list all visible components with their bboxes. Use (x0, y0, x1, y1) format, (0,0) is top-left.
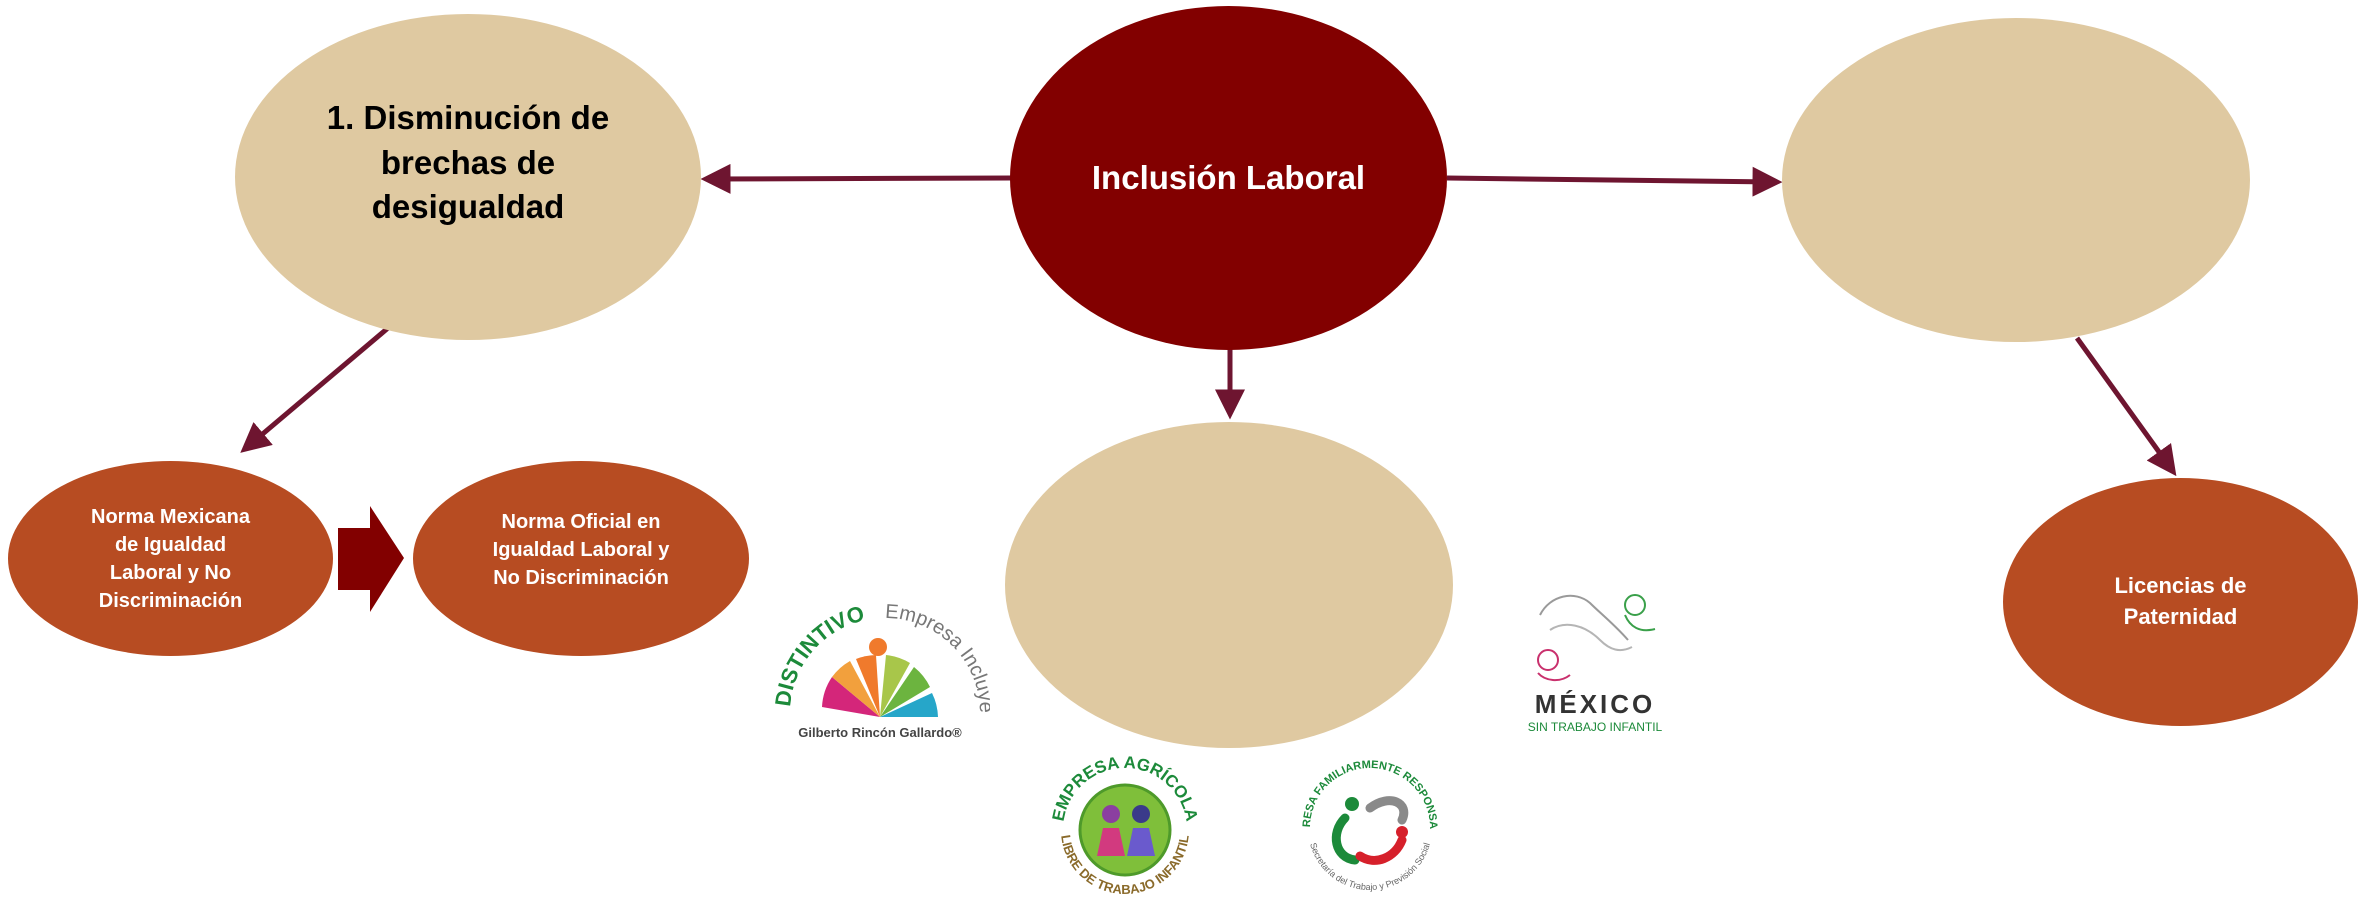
node-norma-oficial: Norma Oficial en Igualdad Laboral y No D… (413, 461, 749, 656)
empresa-familiar-logo: EMPRESA FAMILIARMENTE RESPONSABLE Secret… (1290, 748, 1439, 892)
empresa-agricola-logo: EMPRESA AGRÍCOLA LIBRE DE TRABAJO INFANT… (1049, 753, 1202, 897)
children-figures-icon (1537, 594, 1656, 681)
node-right-top (1782, 18, 2250, 342)
node-disminucion-brechas: 1. Disminución de brechas de desigualdad (235, 14, 701, 340)
node-bottom-center (1005, 422, 1453, 748)
licencias-label: Licencias de Paternidad (2114, 573, 2247, 629)
mexico-subtitle: SIN TRABAJO INFANTIL (1528, 720, 1663, 734)
node-licencias-paternidad: Licencias de Paternidad (2003, 478, 2358, 726)
node-inclusion-label: Inclusión Laboral (1091, 158, 1366, 196)
distintivo-petals-icon (822, 638, 938, 717)
distintivo-name: Gilberto Rincón Gallardo® (798, 725, 962, 740)
familiar-top-text: EMPRESA FAMILIARMENTE RESPONSABLE (1290, 748, 1439, 829)
familiar-people-icon (1331, 796, 1409, 865)
node-norma-mexicana: Norma Mexicana de Igualdad Laboral y No … (8, 461, 333, 656)
arrow-center-to-right (1446, 166, 1783, 197)
distintivo-logo: DISTINTIVO Empresa Incluyente Gilberto R… (770, 595, 990, 740)
agricola-children-icon (1097, 805, 1155, 856)
arrow-right-to-licencias (2074, 336, 2177, 477)
mexico-sin-trabajo-logo: MÉXICO SIN TRABAJO INFANTIL (1528, 594, 1663, 734)
mexico-word: MÉXICO (1535, 689, 1656, 719)
arrow-center-to-left (700, 163, 1013, 194)
node-inclusion-laboral: Inclusión Laboral (1010, 6, 1447, 350)
norma-mexicana-label: Norma Mexicana de Igualdad Laboral y No … (91, 505, 250, 612)
node-disminucion-label: 1. Disminución de brechas de desigualdad (326, 99, 610, 226)
norma-oficial-label: Norma Oficial en Igualdad Laboral y No D… (492, 510, 670, 589)
familiar-bottom-text: Secretaría del Trabajo y Previsión Socia… (1308, 841, 1432, 892)
block-arrow-right (338, 506, 404, 612)
arrow-left-to-norma (240, 326, 390, 453)
